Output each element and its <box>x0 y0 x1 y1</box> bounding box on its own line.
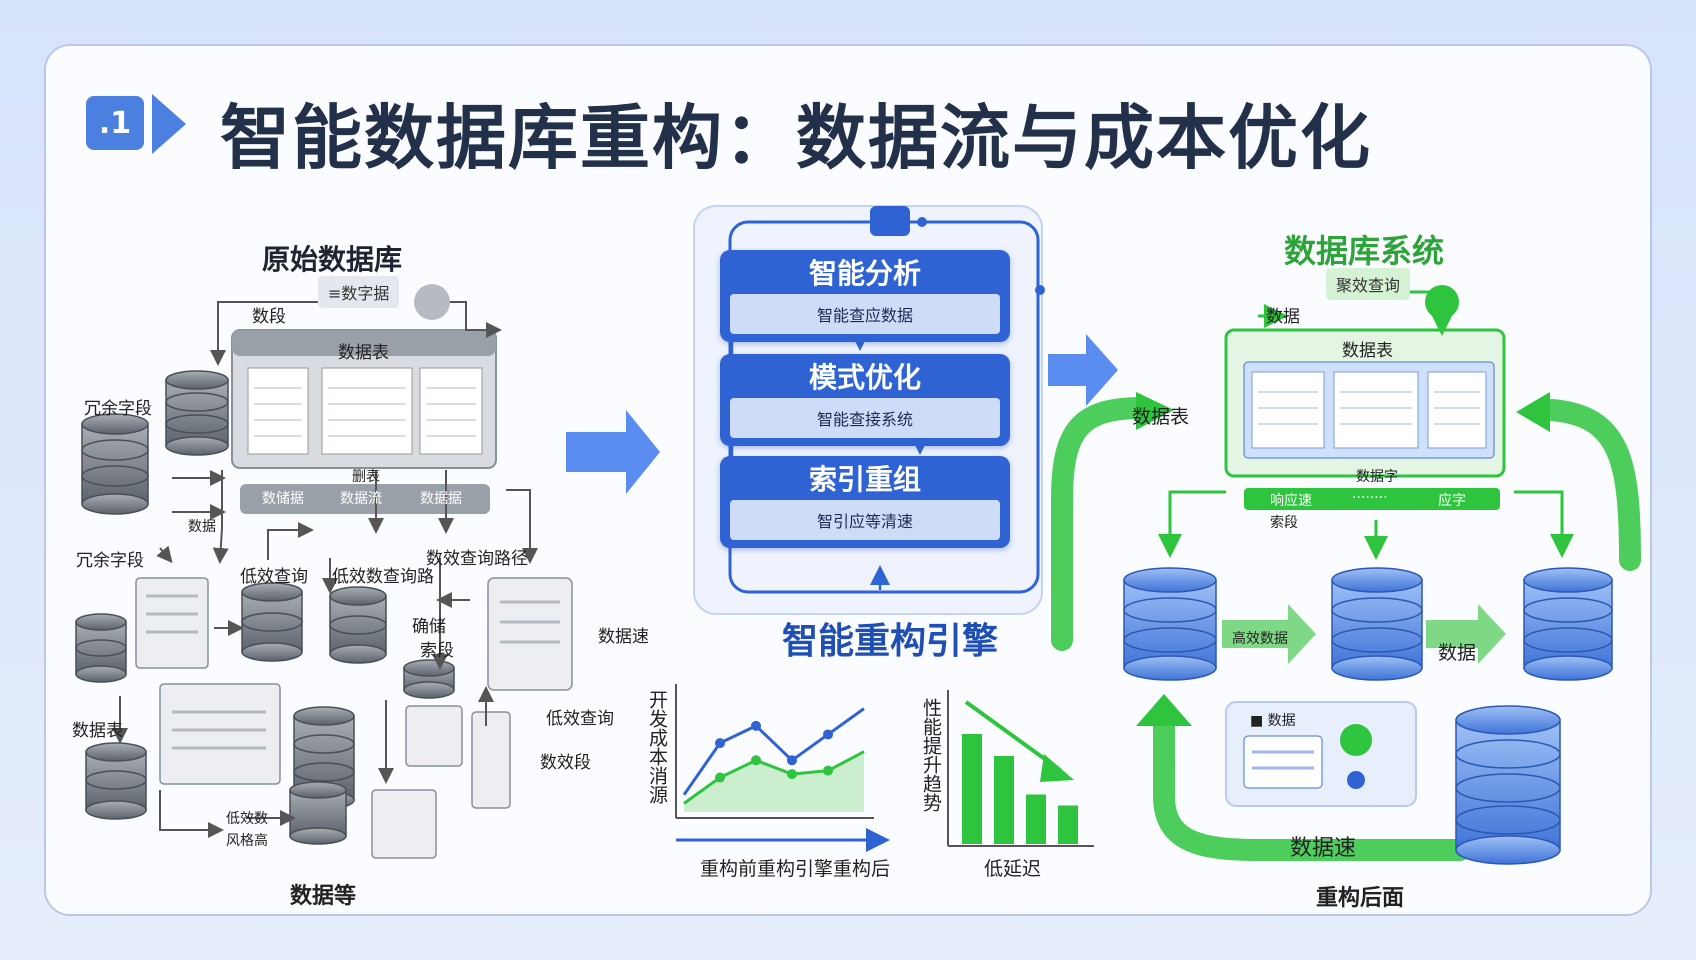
green-loop <box>1051 397 1641 861</box>
index-label-2: 索段 <box>420 641 454 661</box>
legacy-table-label: 数据表 <box>72 721 123 741</box>
optimized-bar-label-2: ········ <box>1352 490 1388 506</box>
engine-box-head: 索引重组 <box>808 463 921 496</box>
legacy-bar-label-3: 数据据 <box>420 491 462 507</box>
green-flow-arrow-icon-2 <box>1426 604 1506 664</box>
optimized-flow-2: 数据 <box>1438 642 1477 664</box>
optimized-info-card <box>1225 701 1417 807</box>
low-query: 低效查询 <box>546 709 614 729</box>
line-point <box>715 772 725 783</box>
legacy-flow-bar <box>240 484 490 514</box>
optimized-bar-label-3: 应字 <box>1438 493 1466 509</box>
down-trend-arrow-icon <box>1040 754 1074 782</box>
green-arrow-icon-3 <box>1136 694 1192 726</box>
engine-box-head: 智能分析 <box>808 257 921 290</box>
optimized-top-tag: 聚效查询 <box>1326 268 1411 300</box>
slow-path-2: 数效查询路径 <box>426 549 528 569</box>
engine-box-index: 索引重组 智引应等清速 <box>720 456 1010 548</box>
legacy-bar-label-2: 数据流 <box>340 491 382 507</box>
legacy-table-panel <box>231 329 497 469</box>
optimized-db-icons <box>1123 567 1613 865</box>
legacy-db-icons <box>75 370 455 845</box>
page-title: 智能数据库重构：数据流与成本优化 <box>220 97 1372 179</box>
optimized-table-title: 数据表 <box>1342 341 1393 361</box>
flow-arrow-icon-2 <box>1048 334 1118 406</box>
line-series-area <box>684 751 864 812</box>
legacy-db-title: 原始数据库 <box>262 243 403 276</box>
engine-title: 智能重构引擎 <box>782 621 999 662</box>
redundant-field-1: 冗余字段 <box>84 399 152 419</box>
line-point <box>787 755 797 766</box>
bar <box>1058 805 1078 844</box>
select-query: 低效查询 <box>240 567 308 587</box>
bar-chart-xlabel: 低延迟 <box>984 858 1042 880</box>
legacy-mid-caption: 删表 <box>352 469 380 485</box>
bar <box>962 734 982 844</box>
engine-box-schema: 模式优化 智能查接系统 <box>720 354 1010 446</box>
line-point <box>715 738 725 749</box>
legacy-footer: 数据等 <box>290 884 357 909</box>
line-chart-ylabel: 开发成本消源 <box>646 690 668 804</box>
green-flow-arrow-icon <box>1222 604 1316 664</box>
legacy-table-title: 数据表 <box>338 343 389 363</box>
line-point <box>787 769 797 780</box>
redundant-field-2: 冗余字段 <box>76 551 144 571</box>
line-point <box>823 729 833 740</box>
legacy-bar-label-1: 数储据 <box>262 491 304 507</box>
line-point <box>751 755 761 766</box>
optimized-table-panel <box>1224 328 1506 510</box>
engine-box-sub: 智能查应数据 <box>730 294 1000 334</box>
engine-box-sub: 智引应等清速 <box>730 500 1000 540</box>
optimized-bottom-flow: 数据速 <box>1290 836 1357 861</box>
title-arrow-icon <box>152 94 186 154</box>
optimized-db-title: 数据库系统 <box>1284 232 1445 270</box>
line-series-1 <box>682 707 865 796</box>
line-point <box>823 765 833 776</box>
line-chart-xlabel: 重构前重构引擎重构后 <box>700 858 891 880</box>
optimized-card-title: ■ 数据 <box>1250 713 1296 729</box>
section-badge: .1 <box>86 96 144 150</box>
index-label-1: 确储 <box>412 617 446 637</box>
slow-path: 低效数查询路 <box>332 567 434 587</box>
green-arrow-icon-2 <box>1516 392 1550 432</box>
bar <box>994 756 1014 844</box>
legacy-connectors <box>112 301 538 838</box>
optimized-footer: 重构后面 <box>1316 886 1405 911</box>
bar <box>1026 794 1046 844</box>
line-point <box>751 720 761 731</box>
engine-box-analysis: 智能分析 智能查应数据 <box>720 250 1010 342</box>
optimized-left-flow: 数据表 <box>1132 406 1190 428</box>
gear-icon <box>414 284 450 320</box>
legacy-doc-panels <box>135 577 573 859</box>
flow-arrow-icon <box>566 410 660 494</box>
legacy-side-1: 数据 <box>188 519 216 535</box>
green-arrow-icon <box>1136 392 1174 430</box>
low-label-2: 风格高 <box>226 833 268 849</box>
line-series-2 <box>683 750 865 805</box>
line-chart <box>675 684 890 852</box>
optimized-bar-label-1: 响应速 <box>1270 493 1312 509</box>
clock-icon <box>1425 285 1459 319</box>
data-speed: 数据速 <box>598 627 649 647</box>
legacy-top-tag: ≡数字据 <box>318 276 400 308</box>
engine-box-sub: 智能查接系统 <box>730 398 1000 438</box>
optimized-flow-1: 高效数据 <box>1232 631 1288 647</box>
optimized-mid-caption: 数据字 <box>1356 469 1398 485</box>
bar-chart <box>947 690 1094 847</box>
bar-chart-ylabel: 性能提升趋势 <box>920 698 942 812</box>
engine-box-head: 模式优化 <box>808 361 921 394</box>
legacy-tag-left: 数段 <box>252 307 286 327</box>
optimized-tag-left: 数据 <box>1266 307 1300 327</box>
optimized-bar-sub: 索段 <box>1270 515 1298 531</box>
low-field: 数效段 <box>540 753 591 773</box>
low-label-1: 低效数 <box>226 811 268 827</box>
